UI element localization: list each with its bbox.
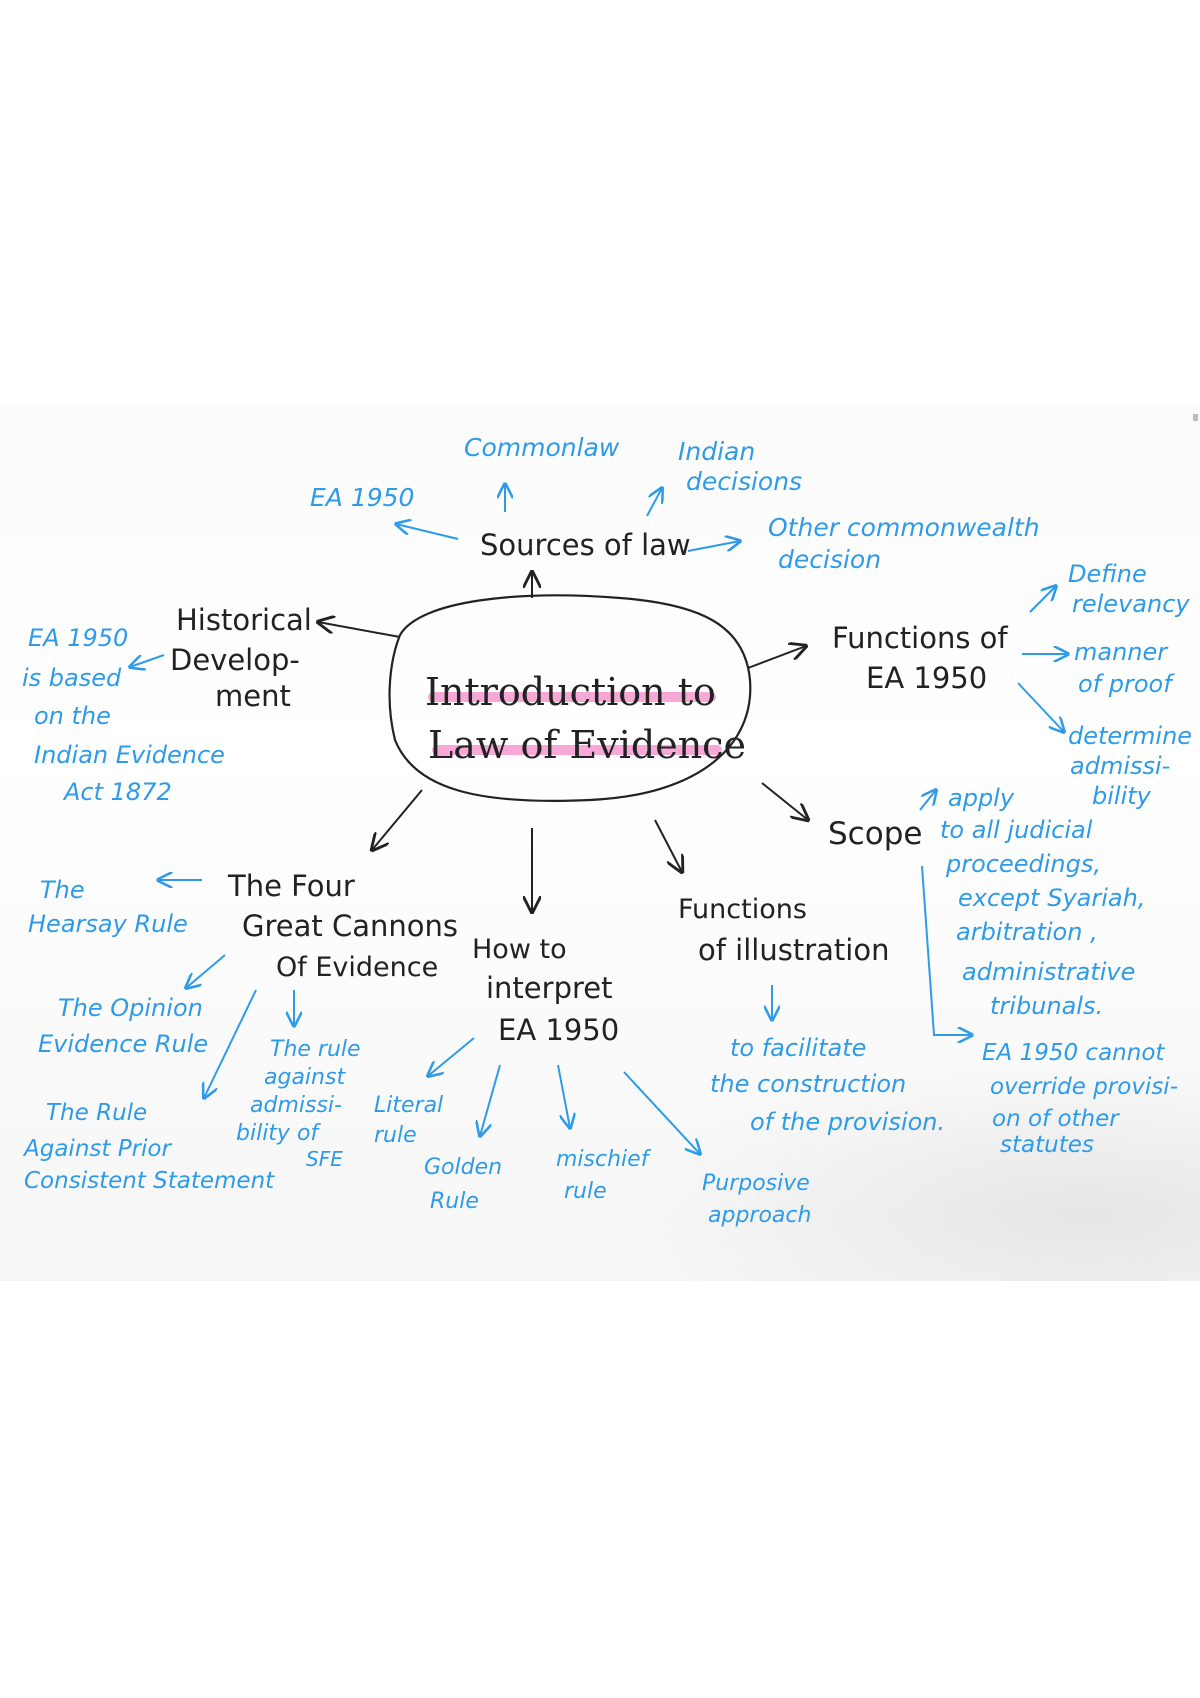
note-other-2: decision <box>778 545 881 574</box>
note-prior-2: Against Prior <box>22 1136 172 1162</box>
arrow-apply <box>919 790 936 811</box>
note-determine-3: bility <box>1092 782 1152 810</box>
note-apply-5: arbitration , <box>956 918 1098 946</box>
branch-sources: Sources of law <box>480 528 691 562</box>
arrow-mischief <box>557 1064 570 1128</box>
arrow-based <box>130 654 165 667</box>
branch-scope: Scope <box>828 816 922 852</box>
note-apply-2: to all judicial <box>940 816 1093 844</box>
branch-historical-2: Develop- <box>170 643 300 677</box>
note-facilitate-3: of the provision. <box>750 1108 945 1136</box>
arrow-to-functions <box>747 646 806 669</box>
note-hearsay-2: Hearsay Rule <box>28 910 188 938</box>
note-apply-6: administrative <box>962 958 1135 986</box>
note-ea1950: EA 1950 <box>310 483 414 512</box>
note-literal-1: Literal <box>374 1093 443 1118</box>
branch-illustration-1: Functions <box>678 894 807 925</box>
note-manner-1: manner <box>1074 638 1169 666</box>
note-golden-1: Golden <box>424 1155 502 1180</box>
note-golden-2: Rule <box>430 1189 479 1214</box>
center-title-line-1: Introduction to <box>425 670 716 714</box>
note-override-3: on of other <box>992 1106 1120 1132</box>
note-based-4: Indian Evidence <box>34 741 225 769</box>
arrow-to-four <box>372 789 423 850</box>
branch-four-2: Great Cannons <box>242 909 458 943</box>
note-mischief-2: rule <box>564 1179 607 1204</box>
note-override-2: override provisi- <box>990 1074 1178 1100</box>
note-literal-2: rule <box>374 1123 417 1148</box>
note-rule-against-3: admissi- <box>250 1093 342 1118</box>
note-opinion-1: The Opinion <box>58 994 203 1022</box>
note-based-2: is based <box>22 664 122 692</box>
note-prior-3: Consistent Statement <box>24 1168 275 1194</box>
note-opinion-2: Evidence Rule <box>38 1030 208 1058</box>
note-other-1: Other commonwealth <box>768 513 1040 542</box>
note-hearsay-1: The <box>40 876 85 904</box>
note-indian-2: decisions <box>686 467 802 496</box>
note-determine-1: determine <box>1068 722 1192 750</box>
note-rule-against-5: SFE <box>306 1147 343 1171</box>
arrow-purposive <box>623 1071 700 1154</box>
paper-shadow <box>620 1060 1200 1281</box>
note-facilitate-2: the construction <box>710 1070 906 1098</box>
note-facilitate-1: to facilitate <box>730 1034 866 1062</box>
arrow-literal <box>428 1037 475 1076</box>
note-purposive-1: Purposive <box>702 1171 810 1196</box>
note-apply-7: tribunals. <box>990 992 1103 1020</box>
center-title-line-2: Law of Evidence <box>428 723 746 767</box>
note-apply-3: proceedings, <box>945 850 1101 878</box>
arrow-define <box>1029 586 1056 613</box>
note-manner-2: of proof <box>1078 670 1175 698</box>
note-define-1: Define <box>1068 560 1147 588</box>
note-rule-against-4: bility of <box>236 1121 321 1146</box>
title-highlight-1 <box>428 692 716 702</box>
note-arrows <box>130 484 1068 1154</box>
branch-historical-3: ment <box>215 679 291 713</box>
branch-illustration-2: of illustration <box>698 933 889 967</box>
edge-mark <box>1193 414 1198 421</box>
branch-historical-1: Historical <box>176 603 312 637</box>
arrow-determine <box>1017 682 1064 732</box>
note-determine-2: admissi- <box>1070 752 1170 780</box>
branch-interpret-1: How to <box>472 934 567 965</box>
note-indian-1: Indian <box>678 437 755 466</box>
note-define-2: relevancy <box>1072 590 1190 618</box>
note-prior-1: The Rule <box>46 1100 147 1126</box>
arrow-opinion <box>186 954 226 988</box>
note-based-5: Act 1872 <box>62 778 172 806</box>
note-rule-against-2: against <box>264 1065 346 1090</box>
note-override-1: EA 1950 cannot <box>982 1040 1165 1066</box>
note-based-1: EA 1950 <box>28 624 128 652</box>
arrow-golden <box>480 1064 501 1136</box>
center-ellipse <box>388 594 752 803</box>
note-purposive-2: approach <box>708 1203 811 1228</box>
note-mischief-1: mischief <box>556 1147 652 1172</box>
arrow-indian <box>646 488 662 517</box>
title-highlight-2 <box>432 745 722 755</box>
branch-four-1: The Four <box>227 869 355 903</box>
branch-functions-1: Functions of <box>832 621 1008 655</box>
note-rule-against-1: The rule <box>270 1037 361 1062</box>
note-commonlaw: Commonlaw <box>464 433 620 462</box>
note-override-4: statutes <box>1000 1132 1094 1158</box>
branch-interpret-3: EA 1950 <box>498 1013 619 1047</box>
arrow-to-scope <box>761 782 808 820</box>
arrow-prior <box>204 989 257 1098</box>
note-based-3: on the <box>34 702 111 730</box>
branch-arrows <box>318 572 808 912</box>
note-apply-1: apply <box>948 784 1015 812</box>
branch-functions-2: EA 1950 <box>866 661 987 695</box>
branch-interpret-2: interpret <box>486 971 612 1005</box>
note-apply-4: except Syariah, <box>958 884 1145 912</box>
branch-four-3: Of Evidence <box>276 952 438 983</box>
arrow-ea1950 <box>396 524 459 540</box>
arrow-to-illustration <box>654 819 682 872</box>
arrow-to-historical <box>318 622 401 638</box>
arrow-override <box>921 865 972 1035</box>
arrow-other <box>687 541 740 552</box>
